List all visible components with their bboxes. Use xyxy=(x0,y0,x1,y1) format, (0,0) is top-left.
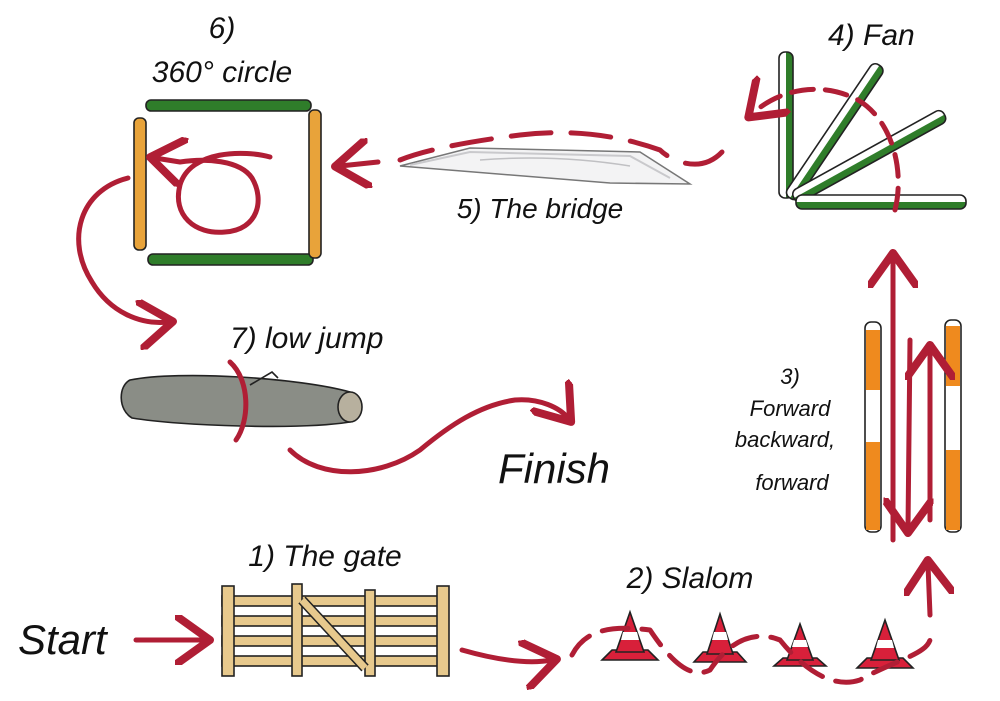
route-backward-down xyxy=(908,337,910,528)
orange-pole-left xyxy=(133,117,147,251)
circle-route-loop xyxy=(155,153,273,235)
bridge-board xyxy=(399,147,693,185)
route-jump-to-finish xyxy=(287,400,568,475)
label-forward-backward-number: 3) xyxy=(780,364,800,389)
gate-rail-1 xyxy=(221,595,448,607)
gate-obstacle xyxy=(221,583,450,677)
green-pole-top xyxy=(145,99,312,112)
cone-4 xyxy=(855,617,915,669)
green-pole-bottom xyxy=(147,253,314,266)
label-low-jump: 7) low jump xyxy=(230,322,383,355)
gate-post-right xyxy=(436,585,450,677)
fan-obstacle xyxy=(752,51,967,213)
fan-pole-4 xyxy=(795,194,967,210)
fan-route-arc xyxy=(752,89,901,213)
route-bridge-to-circle xyxy=(340,162,381,166)
gate-rail-2 xyxy=(221,615,448,627)
circle-square-obstacle xyxy=(133,99,322,266)
route-circle-to-jump xyxy=(76,175,168,322)
orange-pole-right xyxy=(308,109,322,259)
route-slalom-to-poles xyxy=(928,565,930,618)
label-slalom: 2) Slalom xyxy=(626,562,754,595)
label-start: Start xyxy=(18,616,109,663)
gate-rail-4 xyxy=(221,655,448,667)
log-route-arc xyxy=(227,359,249,443)
log-end xyxy=(337,391,363,423)
left-pole-stripe-bottom xyxy=(866,442,880,530)
fan-pole-3 xyxy=(791,109,947,203)
log-obstacle xyxy=(120,359,363,443)
slalom-obstacle xyxy=(600,609,915,669)
bridge-obstacle xyxy=(399,147,693,185)
label-circle: 360° circle xyxy=(152,56,292,89)
gate-post-center xyxy=(364,589,376,677)
bridge-shading xyxy=(409,150,671,179)
forward-backward-obstacle xyxy=(864,258,962,543)
right-pole-stripe-top xyxy=(946,326,960,386)
label-circle-number: 6) xyxy=(209,12,236,45)
gate-brace-fill xyxy=(299,597,368,671)
right-pole-stripe-bottom xyxy=(946,450,960,530)
route-fan-to-bridge xyxy=(397,130,725,167)
log-branch xyxy=(249,370,279,386)
gate-post-mid xyxy=(291,583,303,677)
gate-post-left xyxy=(221,585,235,677)
route-slalom-weave xyxy=(569,625,933,685)
fan-pole-1 xyxy=(778,51,794,199)
label-finish: Finish xyxy=(498,445,610,492)
label-fan: 4) Fan xyxy=(828,19,915,52)
left-pole-stripe-top xyxy=(866,330,880,390)
label-gate: 1) The gate xyxy=(248,540,401,573)
route-gate-to-slalom xyxy=(459,650,552,662)
bridge-grain xyxy=(479,157,631,167)
label-backward: backward, xyxy=(735,427,835,452)
cone-1 xyxy=(600,609,660,661)
label-forward: Forward xyxy=(750,396,831,421)
label-bridge: 5) The bridge xyxy=(457,193,624,224)
label-forward-again: forward xyxy=(755,470,829,495)
